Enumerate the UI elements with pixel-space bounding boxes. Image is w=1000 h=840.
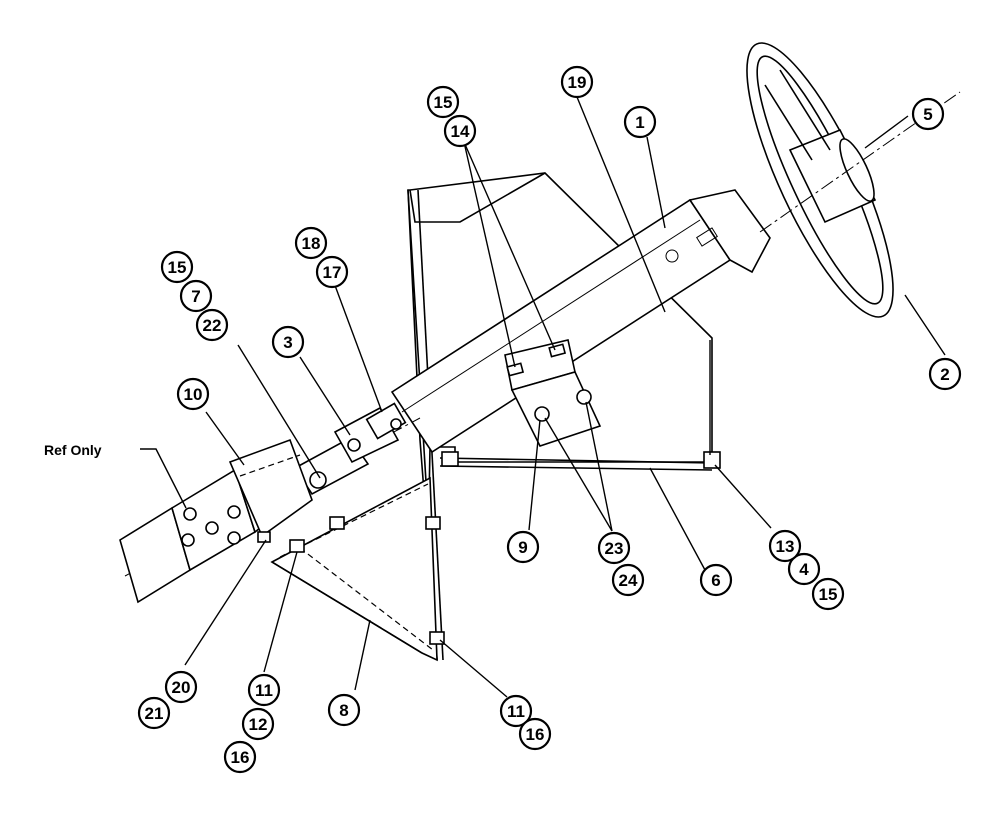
callout-15-right: 15: [811, 577, 845, 611]
callout-5: 5: [911, 97, 945, 131]
callout-4: 4: [787, 552, 821, 586]
svg-text:2: 2: [940, 365, 949, 384]
svg-text:9: 9: [518, 538, 527, 557]
svg-text:15: 15: [168, 258, 187, 277]
svg-text:15: 15: [819, 585, 838, 604]
svg-text:17: 17: [323, 263, 342, 282]
svg-text:11: 11: [507, 702, 525, 721]
ref-only-label: Ref Only: [44, 442, 102, 458]
steering-valve: [119, 438, 313, 604]
callout-8: 8: [327, 693, 361, 727]
callout-1: 1: [623, 105, 657, 139]
svg-text:22: 22: [203, 316, 222, 335]
svg-text:1: 1: [635, 113, 644, 132]
callout-11-left: 11: [247, 673, 281, 707]
callout-13: 13: [768, 529, 802, 563]
lower-bracket: [270, 476, 438, 662]
svg-text:20: 20: [172, 678, 191, 697]
svg-text:16: 16: [526, 725, 545, 744]
callout-20: 20: [164, 670, 198, 704]
svg-text:15: 15: [434, 93, 453, 112]
svg-text:18: 18: [302, 234, 321, 253]
svg-text:5: 5: [923, 105, 932, 124]
callout-15-top: 15: [426, 85, 460, 119]
svg-text:8: 8: [339, 701, 348, 720]
callout-19: 19: [560, 65, 594, 99]
callout-24: 24: [611, 563, 645, 597]
universal-joint: [293, 402, 407, 496]
leader-lines: [140, 96, 946, 698]
svg-text:19: 19: [568, 73, 587, 92]
callout-3: 3: [271, 325, 305, 359]
svg-text:21: 21: [145, 704, 164, 723]
svg-text:6: 6: [711, 571, 720, 590]
svg-text:16: 16: [231, 748, 250, 767]
svg-text:3: 3: [283, 333, 292, 352]
svg-text:24: 24: [619, 571, 638, 590]
svg-text:23: 23: [605, 539, 624, 558]
callout-12: 12: [241, 707, 275, 741]
callout-15-left: 15: [160, 250, 194, 284]
callout-17: 17: [315, 255, 349, 289]
callout-10: 10: [176, 377, 210, 411]
callout-22: 22: [195, 308, 229, 342]
callout-18: 18: [294, 226, 328, 260]
svg-text:7: 7: [191, 287, 200, 306]
column-clamp: [504, 339, 602, 447]
callout-2: 2: [928, 357, 962, 391]
svg-text:14: 14: [451, 122, 470, 141]
svg-text:13: 13: [776, 537, 795, 556]
callout-7: 7: [179, 279, 213, 313]
svg-text:12: 12: [249, 715, 268, 734]
callout-11-right: 11: [499, 694, 533, 728]
callout-23: 23: [597, 531, 631, 565]
callout-16-left: 16: [223, 740, 257, 774]
brace-rod: [439, 457, 713, 471]
callout-14: 14: [443, 114, 477, 148]
callout-16-right: 16: [518, 717, 552, 751]
callout-9: 9: [506, 530, 540, 564]
svg-text:10: 10: [184, 385, 203, 404]
steering-wheel: [746, 42, 894, 318]
callout-6: 6: [699, 563, 733, 597]
callout-21: 21: [137, 696, 171, 730]
svg-text:11: 11: [255, 681, 273, 700]
svg-text:4: 4: [799, 560, 809, 579]
